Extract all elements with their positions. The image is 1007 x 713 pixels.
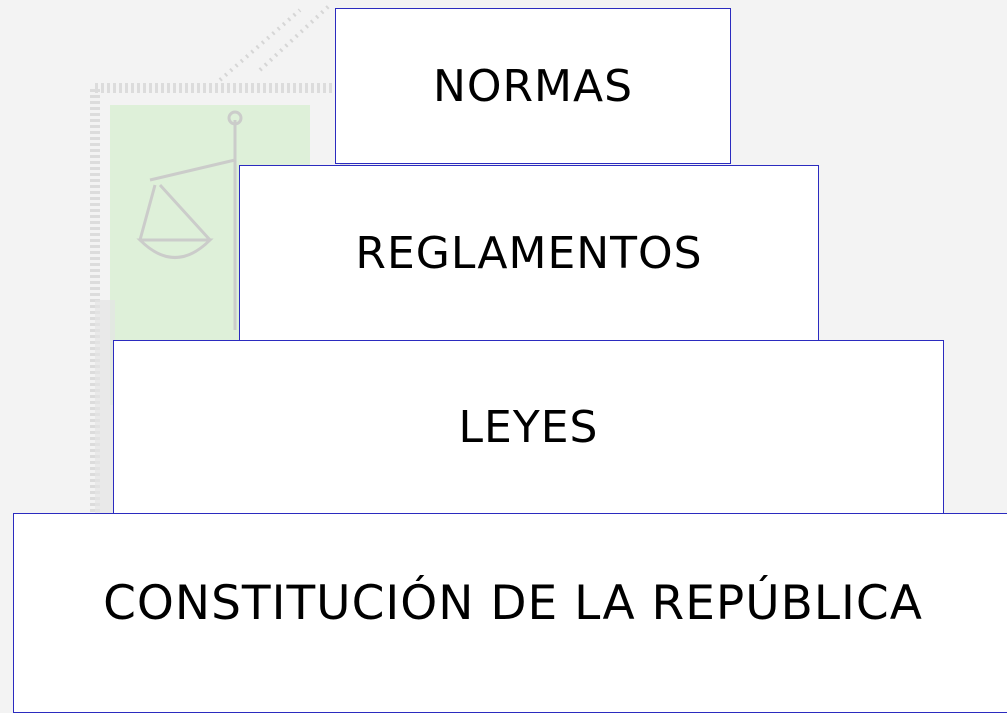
pyramid-tier-constitucion: CONSTITUCIÓN DE LA REPÚBLICA: [13, 513, 1007, 713]
scales-icon: [136, 110, 243, 330]
pyramid-tier-reglamentos: REGLAMENTOS: [239, 165, 819, 341]
pyramid-tier-normas: NORMAS: [335, 8, 731, 164]
pyramid-tier-leyes: LEYES: [113, 340, 944, 515]
